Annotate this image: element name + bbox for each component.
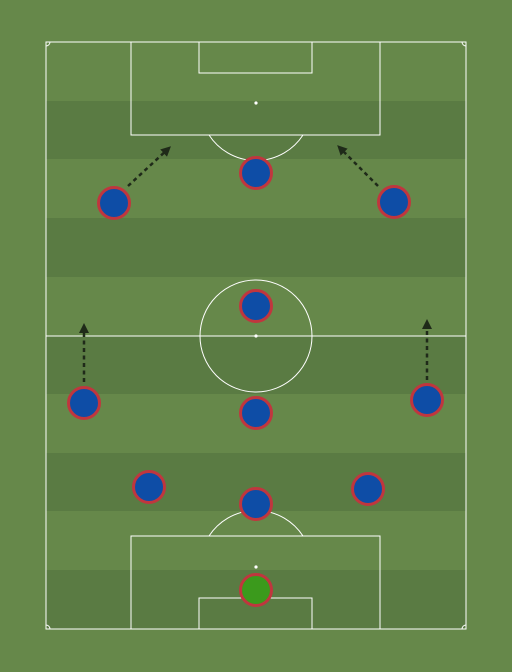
players	[67, 156, 444, 607]
pitch-spots	[254, 101, 258, 569]
corner-arc-bottom-left	[45, 624, 51, 630]
top-goal-area	[198, 41, 313, 74]
player-right-forward[interactable]	[377, 185, 411, 219]
pitch-markings	[45, 41, 467, 630]
player-right-mid[interactable]	[351, 472, 385, 506]
corner-arc-top-left	[45, 41, 51, 47]
player-left-mid[interactable]	[132, 470, 166, 504]
player-center-mid[interactable]	[239, 396, 273, 430]
center-spot	[254, 334, 258, 338]
player-left-forward[interactable]	[97, 186, 131, 220]
left-forward-run-arrow	[127, 146, 171, 187]
player-center-back[interactable]	[239, 487, 273, 521]
top-penalty-spot	[254, 101, 258, 105]
corner-arc-top-right	[461, 41, 467, 47]
pitch-stripe	[46, 336, 466, 394]
goalkeeper-marker[interactable]	[239, 573, 273, 607]
center-circle	[199, 279, 313, 393]
player-left-back[interactable]	[67, 386, 101, 420]
player-right-back[interactable]	[410, 383, 444, 417]
player-attacking-mid[interactable]	[239, 289, 273, 323]
pitch-stripe	[46, 218, 466, 277]
movement-arrows	[79, 145, 432, 382]
corner-arc-bottom-right	[461, 624, 467, 630]
right-forward-run-arrow	[337, 145, 379, 187]
player-striker[interactable]	[239, 156, 273, 190]
pitch-stripe	[46, 101, 466, 159]
bottom-penalty-spot	[254, 565, 258, 569]
